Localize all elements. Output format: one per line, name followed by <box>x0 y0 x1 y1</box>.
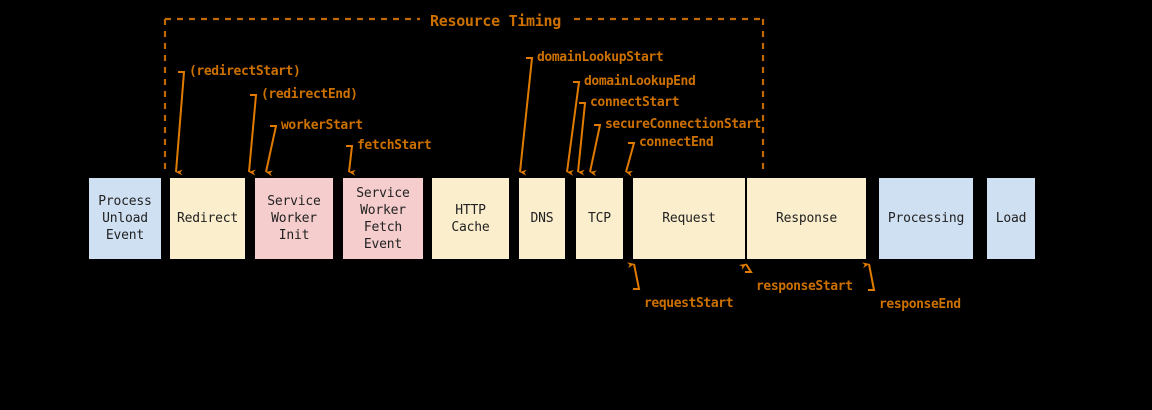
phase-box-request: Request <box>632 177 746 260</box>
label-worker-start: workerStart <box>281 118 363 133</box>
phase-box-service-worker-init: Service Worker Init <box>254 177 334 260</box>
arrow-secure-connection-start <box>589 124 602 177</box>
label-domain-lookup-end: domainLookupEnd <box>584 74 696 89</box>
phase-box-load: Load <box>986 177 1036 260</box>
arrow-fetch-start <box>346 145 356 176</box>
arrow-domain-lookup-start <box>519 57 534 176</box>
phase-box-tcp: TCP <box>575 177 624 260</box>
arrow-connect-start <box>577 102 587 176</box>
arrow-connect-end <box>625 142 636 177</box>
arrow-response-start <box>738 263 753 273</box>
resource-timing-title: Resource Timing <box>430 12 561 30</box>
arrow-redirect-start <box>175 71 186 176</box>
phase-box-redirect: Redirect <box>169 177 246 260</box>
phase-box-response: Response <box>746 177 867 260</box>
phase-box-http-cache: HTTP Cache <box>431 177 510 260</box>
phase-box-process-unload-event: Process Unload Event <box>88 177 162 260</box>
arrow-request-start <box>627 262 641 290</box>
label-response-start: responseStart <box>756 279 853 294</box>
label-connect-end: connectEnd <box>639 135 714 150</box>
label-response-end: responseEnd <box>879 297 961 312</box>
phase-box-dns: DNS <box>518 177 566 260</box>
phase-box-processing: Processing <box>878 177 974 260</box>
phase-box-service-worker-fetch-event: Service Worker Fetch Event <box>342 177 424 260</box>
label-request-start: requestStart <box>644 296 734 311</box>
label-fetch-start: fetchStart <box>357 138 432 153</box>
arrow-response-end <box>862 262 876 291</box>
label-connect-start: connectStart <box>590 95 680 110</box>
label-redirect-end: (redirectEnd) <box>261 87 358 102</box>
arrow-worker-start <box>265 125 278 177</box>
arrow-redirect-end <box>248 94 258 176</box>
arrow-domain-lookup-end <box>566 81 581 176</box>
label-redirect-start: (redirectStart) <box>189 64 301 79</box>
label-secure-connection-start: secureConnectionStart <box>605 117 761 132</box>
label-domain-lookup-start: domainLookupStart <box>537 50 664 65</box>
